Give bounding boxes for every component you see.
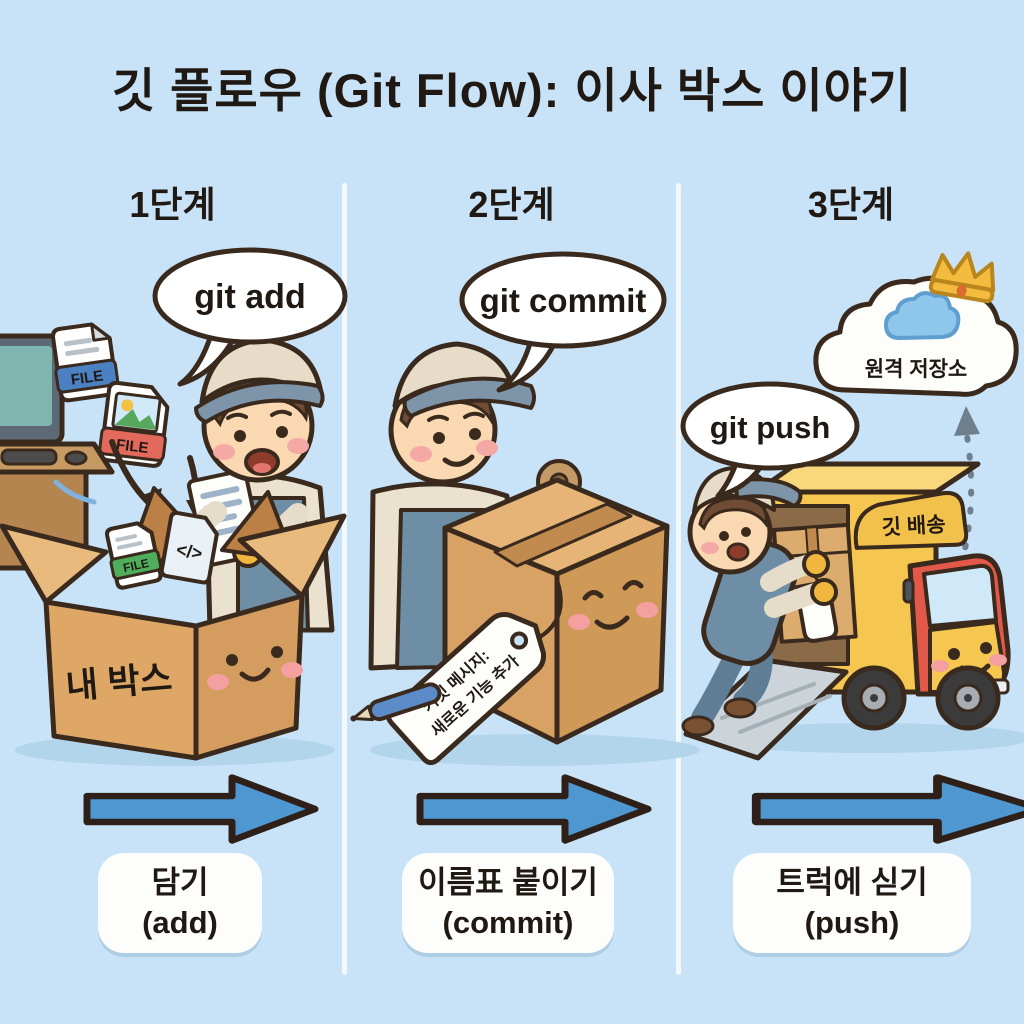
stage2-header: 2단계 xyxy=(468,184,555,225)
stage1-caption-main: 담기 xyxy=(151,865,209,901)
work-glove xyxy=(810,578,838,606)
box-face xyxy=(207,646,303,690)
moving-box-open: FILE </> 내 박스 xyxy=(0,486,347,761)
speech-bubble-add: git add xyxy=(152,247,348,387)
stage3-header: 3단계 xyxy=(807,184,895,225)
truck-sign: 깃 배송 xyxy=(853,490,969,550)
hair xyxy=(698,496,768,531)
file-image-icon: FILE xyxy=(98,380,170,468)
stage3-illustration: 원격 저장소 깃 배송 xyxy=(680,251,1024,761)
shoe xyxy=(723,697,757,719)
packing-tape xyxy=(493,502,633,568)
flow-arrow-stage2 xyxy=(416,774,652,844)
bubble-text: git add xyxy=(194,278,305,316)
side-mirror xyxy=(902,578,915,604)
cap-brim xyxy=(734,477,803,508)
code-file-icon: </> xyxy=(159,510,219,585)
commit-tag: 커밋 메시지: 새로운 기능 추가 xyxy=(385,611,546,766)
speech-bubble-push: git push xyxy=(680,381,860,499)
poster-title: 깃 플로우 (Git Flow): 이사 박스 이야기 xyxy=(111,64,913,117)
stage2-caption-sub: (commit) xyxy=(442,905,574,940)
speech-bubble-commit: git commit xyxy=(459,251,667,393)
stage3-caption-main: 트럭에 싣기 xyxy=(776,865,928,901)
flow-arrow-stage3 xyxy=(751,774,1024,844)
stage1-header: 1단계 xyxy=(129,184,216,225)
truck-sign-label: 깃 배송 xyxy=(881,513,946,539)
file-in-box-label: FILE xyxy=(122,556,150,575)
stage3-caption-card: 트럭에 싣기 (push) xyxy=(733,853,971,953)
mouth xyxy=(442,454,475,467)
stage2-illustration: 커밋 메시지: 새로운 기능 추가 git commit xyxy=(350,251,700,766)
pen-icon xyxy=(350,682,442,722)
mouse-icon xyxy=(64,450,88,466)
file-image-label: FILE xyxy=(115,436,149,457)
remote-repo-cloud: 원격 저장소 xyxy=(813,275,1019,397)
stage3-caption-sub: (push) xyxy=(804,905,900,940)
flow-arrow-stage1 xyxy=(83,774,319,844)
mouth xyxy=(726,542,750,562)
truck-wheels xyxy=(841,665,1001,731)
stage2-caption-main: 이름표 붙이기 xyxy=(418,865,598,901)
motion-swoosh xyxy=(53,479,97,505)
box-flap xyxy=(0,523,109,605)
worker-character xyxy=(681,466,838,737)
box-flap xyxy=(237,513,347,599)
cloud-label: 원격 저장소 xyxy=(865,358,967,381)
tag-hole xyxy=(510,631,529,650)
shoe xyxy=(681,715,715,737)
panel-divider-2 xyxy=(676,183,681,975)
code-glyph: </> xyxy=(175,540,204,564)
keyboard-icon xyxy=(0,448,58,466)
bubble-text: git commit xyxy=(480,282,647,319)
stage2-caption-card: 이름표 붙이기 (commit) xyxy=(402,853,614,953)
box-face xyxy=(568,580,658,630)
stage1-caption-sub: (add) xyxy=(142,905,218,940)
crown-icon xyxy=(928,251,996,304)
stage1-caption-card: 담기 (add) xyxy=(98,853,262,953)
stage1-illustration: FILE FILE xyxy=(0,247,348,766)
windshield xyxy=(922,563,998,628)
cloud-icon xyxy=(884,291,961,340)
panel-divider-1 xyxy=(342,183,347,975)
file-in-box-icon: FILE xyxy=(105,521,163,590)
bubble-text: git push xyxy=(710,410,831,445)
file-doc-icon: FILE xyxy=(50,322,120,403)
computer-monitor-icon xyxy=(0,333,65,445)
file-doc-label: FILE xyxy=(70,367,105,388)
work-glove xyxy=(802,550,830,578)
cap-brim xyxy=(194,380,325,424)
box-label: 내 박스 xyxy=(64,658,173,706)
